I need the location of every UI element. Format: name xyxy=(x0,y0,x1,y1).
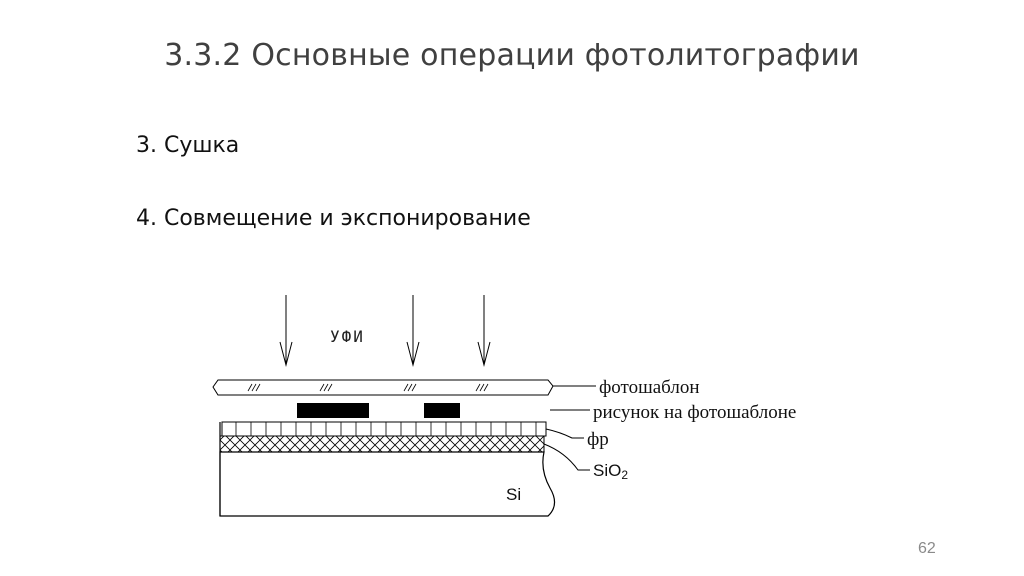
sio2-layer xyxy=(219,435,545,453)
glass-hatch-marks xyxy=(247,383,489,392)
step-drying: 3. Сушка xyxy=(136,133,240,158)
label-mask-pattern: рисунок на фотошаблоне xyxy=(593,402,796,423)
leader-lines xyxy=(543,385,596,471)
label-sio2-base: SiO xyxy=(593,461,621,480)
photoresist-layer xyxy=(221,421,547,437)
leader-sio2 xyxy=(543,443,590,471)
mask-pattern-block-2 xyxy=(424,403,460,418)
leader-photoresist xyxy=(545,428,584,439)
uv-arrow-2 xyxy=(406,295,420,367)
uv-arrows xyxy=(279,295,491,367)
photomask-plate xyxy=(212,379,554,396)
mask-pattern-block-1 xyxy=(297,403,369,418)
label-si: Si xyxy=(506,485,521,504)
uv-arrow-1 xyxy=(279,295,293,367)
label-sio2: SiO2 xyxy=(593,461,628,482)
step-alignment-exposure: 4. Совмещение и экспонирование xyxy=(136,206,531,231)
label-photomask: фотошаблон xyxy=(599,377,700,398)
label-photoresist: фр xyxy=(587,429,609,450)
uv-radiation-label: УФИ xyxy=(330,327,365,346)
uv-arrow-3 xyxy=(477,295,491,367)
slide-title: 3.3.2 Основные операции фотолитографии xyxy=(164,38,860,73)
label-sio2-subscript: 2 xyxy=(621,468,628,482)
si-substrate xyxy=(219,451,556,517)
page-number: 62 xyxy=(918,540,936,557)
